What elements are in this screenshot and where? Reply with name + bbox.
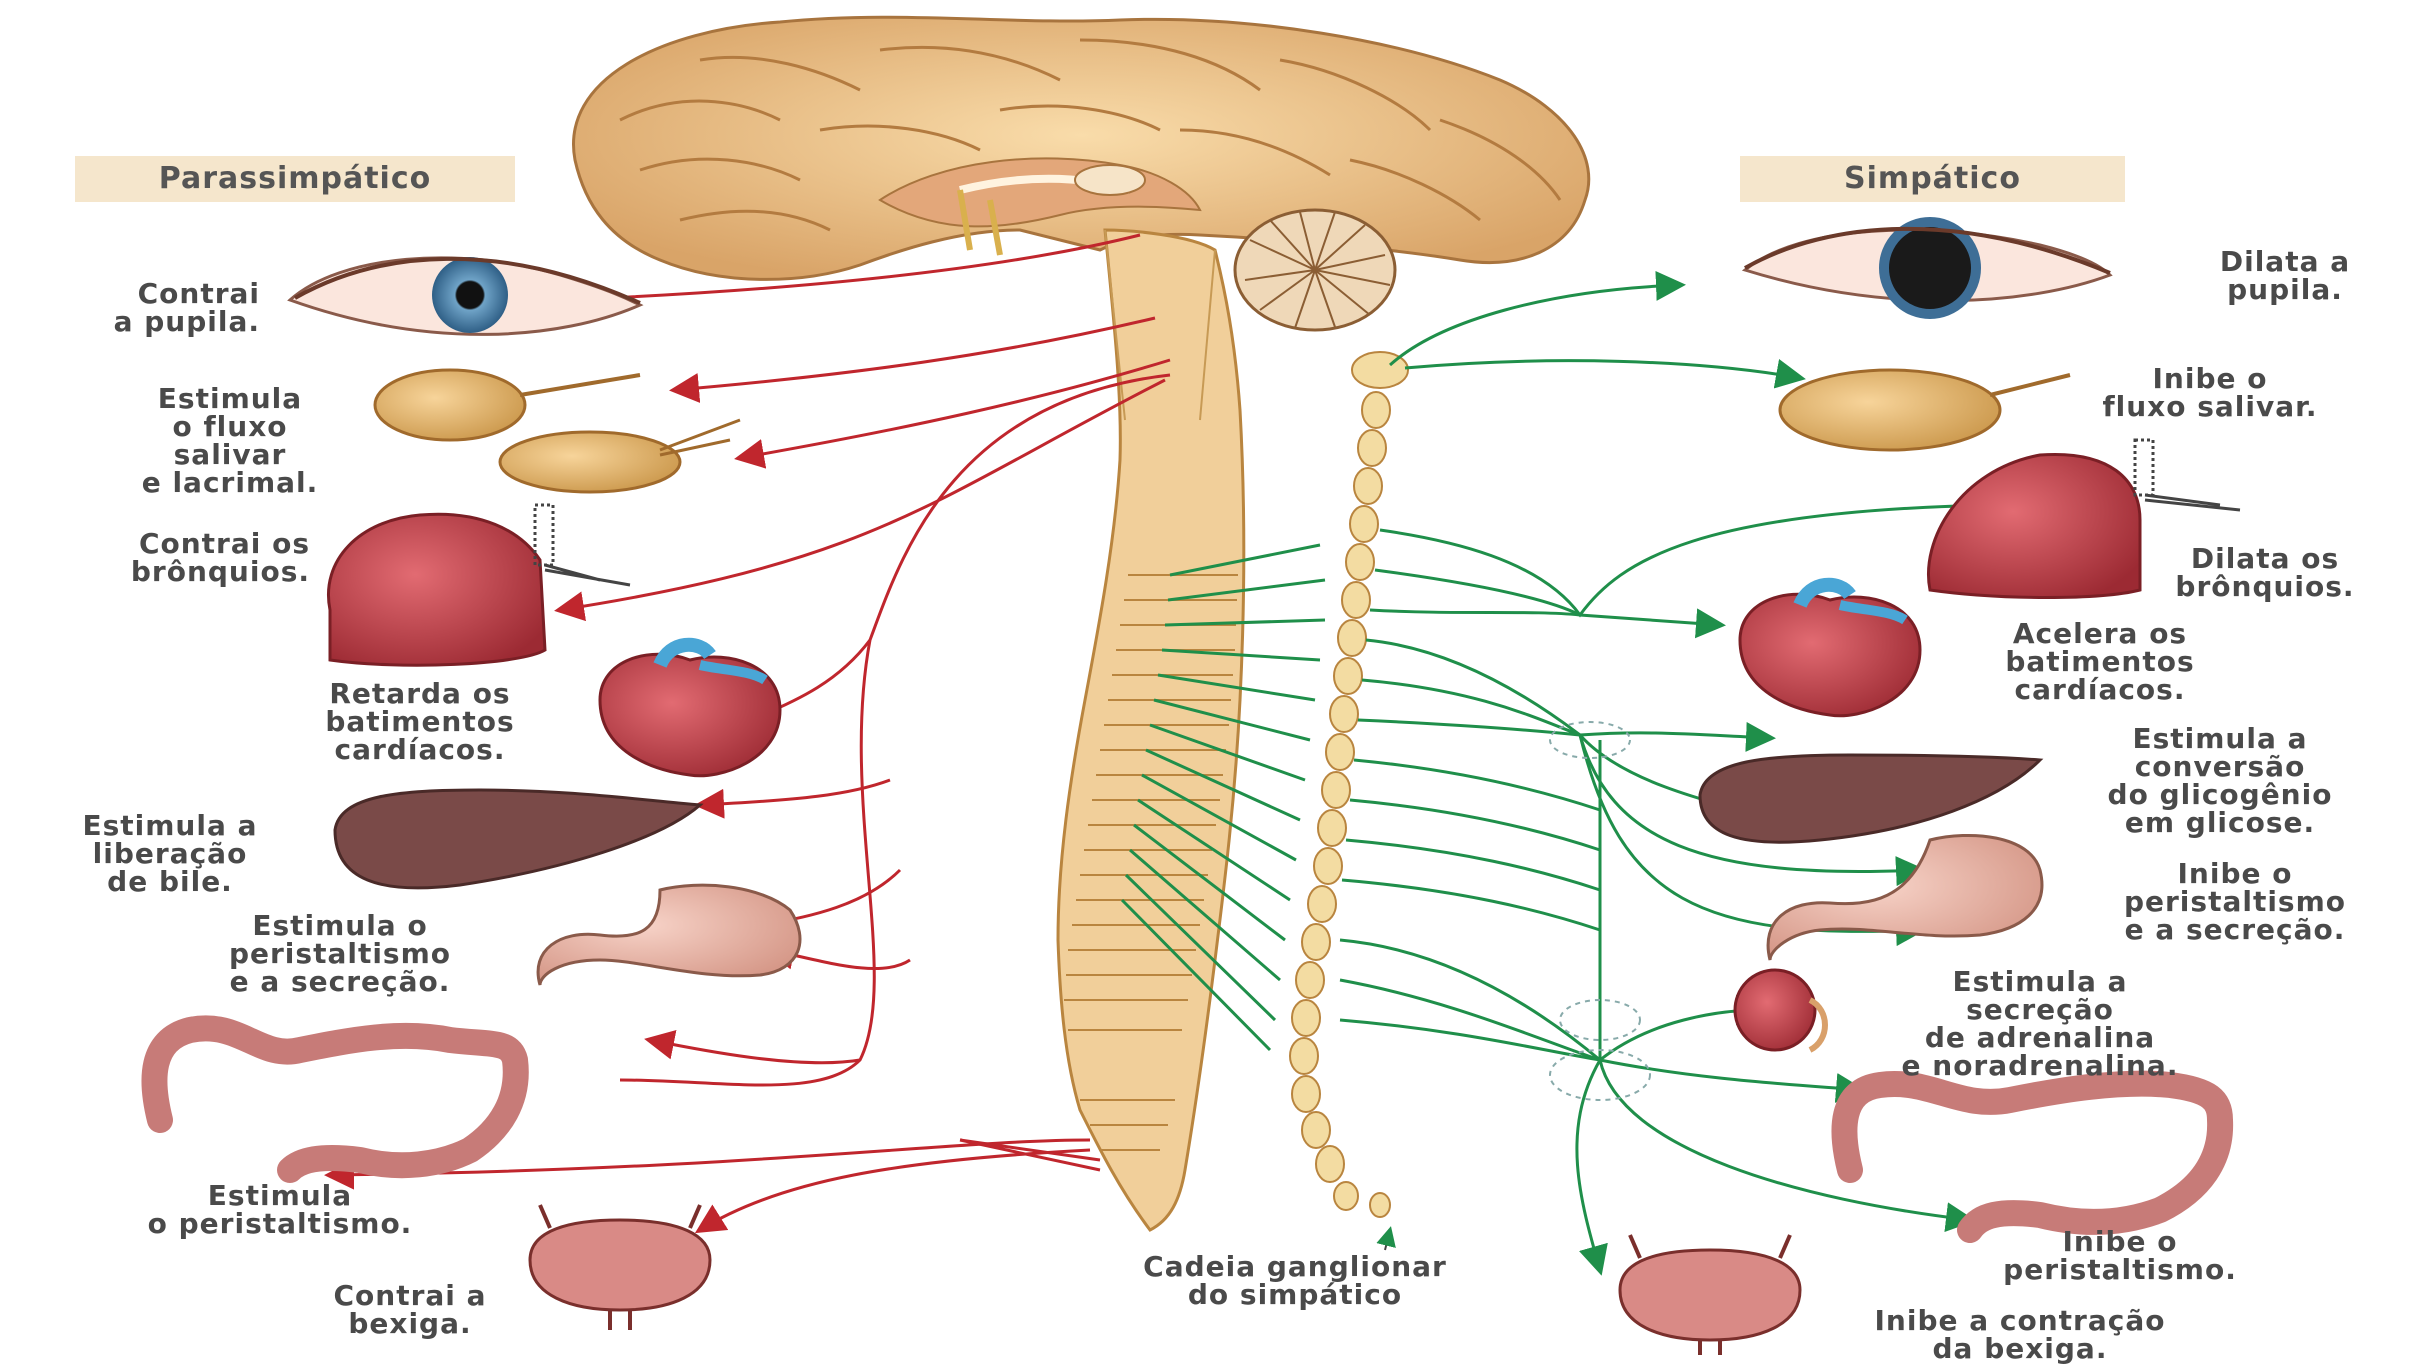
sympathetic-header: Simpático bbox=[1740, 156, 2125, 202]
para-label-bile: Estimula a liberação de bile. bbox=[20, 812, 320, 896]
left-liver bbox=[335, 790, 700, 888]
right-liver bbox=[1700, 755, 2040, 842]
right-bladder bbox=[1620, 1235, 1800, 1355]
sym-label-bladder: Inibe a contração da bexiga. bbox=[1790, 1307, 2250, 1363]
ganglion-chain bbox=[1290, 352, 1408, 1217]
brain bbox=[574, 17, 1589, 279]
chain-pointer bbox=[1385, 1230, 1390, 1250]
left-stomach bbox=[538, 885, 800, 985]
right-stomach bbox=[1768, 835, 2042, 960]
right-heart bbox=[1740, 585, 1920, 716]
para-label-salivary: Estimula o fluxo salivar e lacrimal. bbox=[80, 385, 380, 497]
sym-label-heart: Acelera os batimentos cardíacos. bbox=[1920, 620, 2280, 704]
para-label-bronchi: Contrai os brônquios. bbox=[10, 530, 310, 586]
sym-label-glycogen: Estimula a conversão do glicogênio em gl… bbox=[2020, 725, 2420, 837]
para-label-peristalsis-secretion: Estimula o peristaltismo e a secreção. bbox=[160, 912, 520, 996]
para-label-heart: Retarda os batimentos cardíacos. bbox=[260, 680, 580, 764]
sym-label-bronchi: Dilata os brônquios. bbox=[2100, 545, 2430, 601]
right-eye bbox=[1745, 222, 2110, 314]
para-label-bladder: Contrai a bexiga. bbox=[270, 1282, 550, 1338]
para-label-pupil: Contrai a pupila. bbox=[20, 280, 260, 336]
ganglion-chain-label: Cadeia ganglionar do simpático bbox=[1060, 1253, 1530, 1309]
left-bladder bbox=[530, 1205, 710, 1330]
sym-label-salivary: Inibe o fluxo salivar. bbox=[2020, 365, 2400, 421]
sym-label-peristalsis-secretion: Inibe o peristaltismo e a secreção. bbox=[2040, 860, 2430, 944]
left-eye bbox=[290, 257, 640, 334]
right-colon bbox=[1844, 1084, 2220, 1230]
para-label-peristalsis: Estimula o peristaltismo. bbox=[70, 1182, 490, 1238]
sym-label-pupil: Dilata a pupila. bbox=[2150, 248, 2420, 304]
spinal-cord bbox=[1058, 230, 1244, 1230]
adrenal-kidney bbox=[1735, 970, 1825, 1050]
left-lung bbox=[328, 505, 630, 665]
left-colon bbox=[154, 1028, 515, 1170]
sym-label-peristalsis: Inibe o peristaltismo. bbox=[1920, 1228, 2320, 1284]
left-heart bbox=[600, 645, 780, 776]
sym-label-adrenaline: Estimula a secreção de adrenalina e nora… bbox=[1820, 968, 2260, 1080]
parasympathetic-header: Parassimpático bbox=[75, 156, 515, 202]
cerebellum bbox=[1235, 210, 1395, 330]
